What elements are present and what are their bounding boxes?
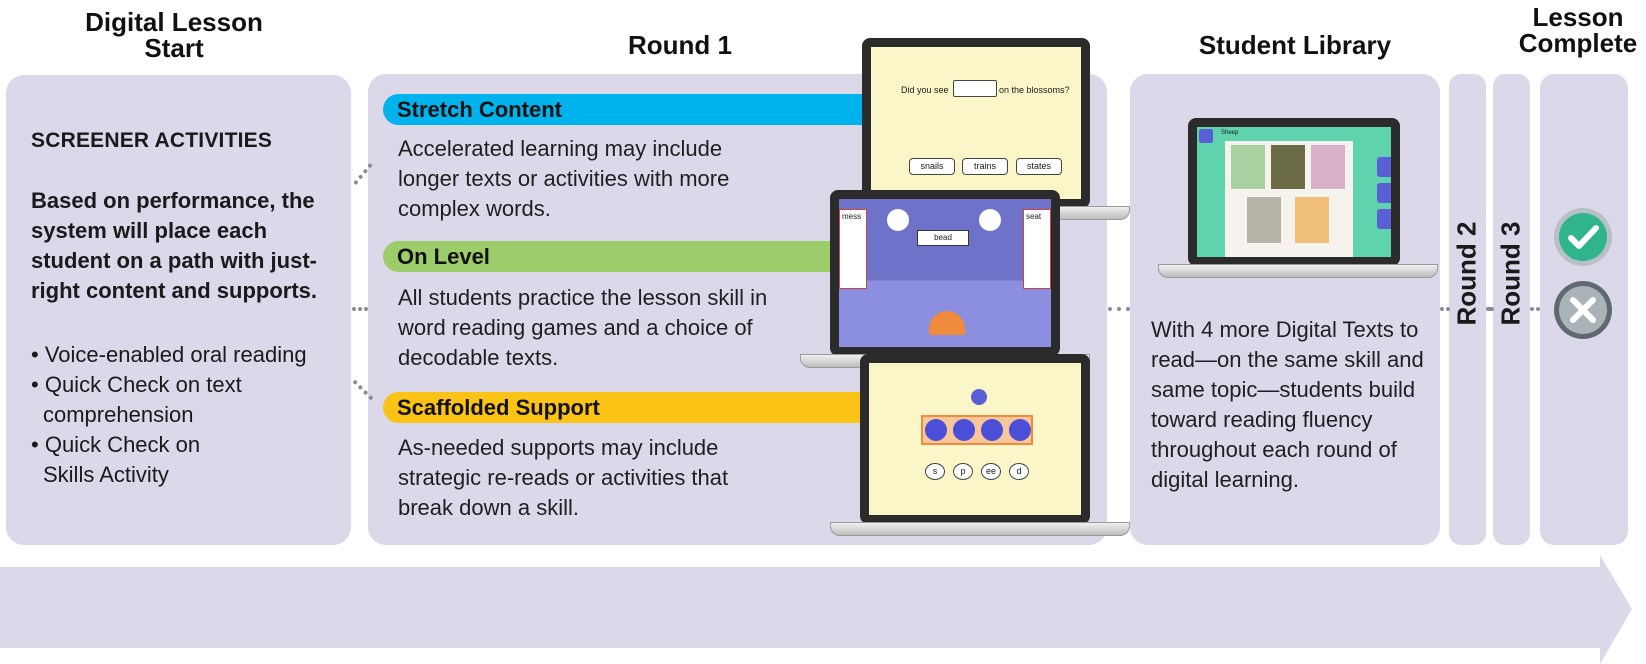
path-onlevel-desc: All students practice the lesson skill i… [398, 285, 768, 370]
connector-dots [352, 307, 368, 311]
laptop-onlevel: mess seat bead [800, 190, 1100, 374]
path-stretch-label: Stretch Content [383, 94, 863, 125]
path-scaffold-label: Scaffolded Support [383, 392, 863, 423]
choice-button[interactable]: states [1016, 158, 1062, 175]
x-circle-icon [1554, 281, 1612, 339]
path-stretch-desc: Accelerated learning may include longer … [398, 136, 730, 221]
path-onlevel-label: On Level [383, 241, 833, 272]
connector-dots [1530, 307, 1540, 311]
header-library: Student Library [1198, 30, 1392, 60]
tile-button[interactable]: ee [981, 463, 1001, 480]
bullet-item: Voice-enabled oral reading [31, 340, 341, 370]
library-icon[interactable] [1377, 157, 1391, 177]
tile-button[interactable]: p [953, 463, 973, 480]
tile-button[interactable]: s [925, 463, 945, 480]
choice-button[interactable]: snails [909, 158, 955, 175]
tile-button[interactable]: d [1009, 463, 1029, 480]
path-scaffold-desc: As-needed supports may include strategic… [398, 435, 729, 520]
speaker-icon[interactable] [971, 389, 987, 405]
screener-body: Based on performance, the system will pl… [31, 188, 317, 303]
panel-round3 [1493, 74, 1530, 545]
round3-label: Round 3 [1495, 221, 1526, 326]
header-round1: Round 1 [628, 30, 732, 60]
connector-dots [1440, 307, 1450, 311]
header-complete: Lesson Complete [1518, 2, 1638, 58]
screener-bullets: Voice-enabled oral reading Quick Check o… [31, 340, 341, 490]
home-icon[interactable] [1199, 129, 1213, 143]
choice-button[interactable]: trains [962, 158, 1008, 175]
laptop-scaffold: s p ee d [830, 354, 1130, 540]
progress-arrow [0, 555, 1632, 664]
connector-dots [1108, 307, 1130, 311]
round2-label: Round 2 [1451, 221, 1482, 326]
star-icon[interactable] [1377, 209, 1391, 229]
screener-title: SCREENER ACTIVITIES [31, 129, 273, 152]
header-start: Digital Lesson Start [85, 7, 263, 63]
panel-round2 [1449, 74, 1486, 545]
check-circle-icon [1554, 208, 1612, 266]
puzzle-icon[interactable] [1377, 183, 1391, 203]
library-description: With 4 more Digital Texts to read—on the… [1151, 317, 1424, 492]
connector-dots [1486, 307, 1494, 311]
laptop-library: Sheep [1158, 118, 1438, 278]
